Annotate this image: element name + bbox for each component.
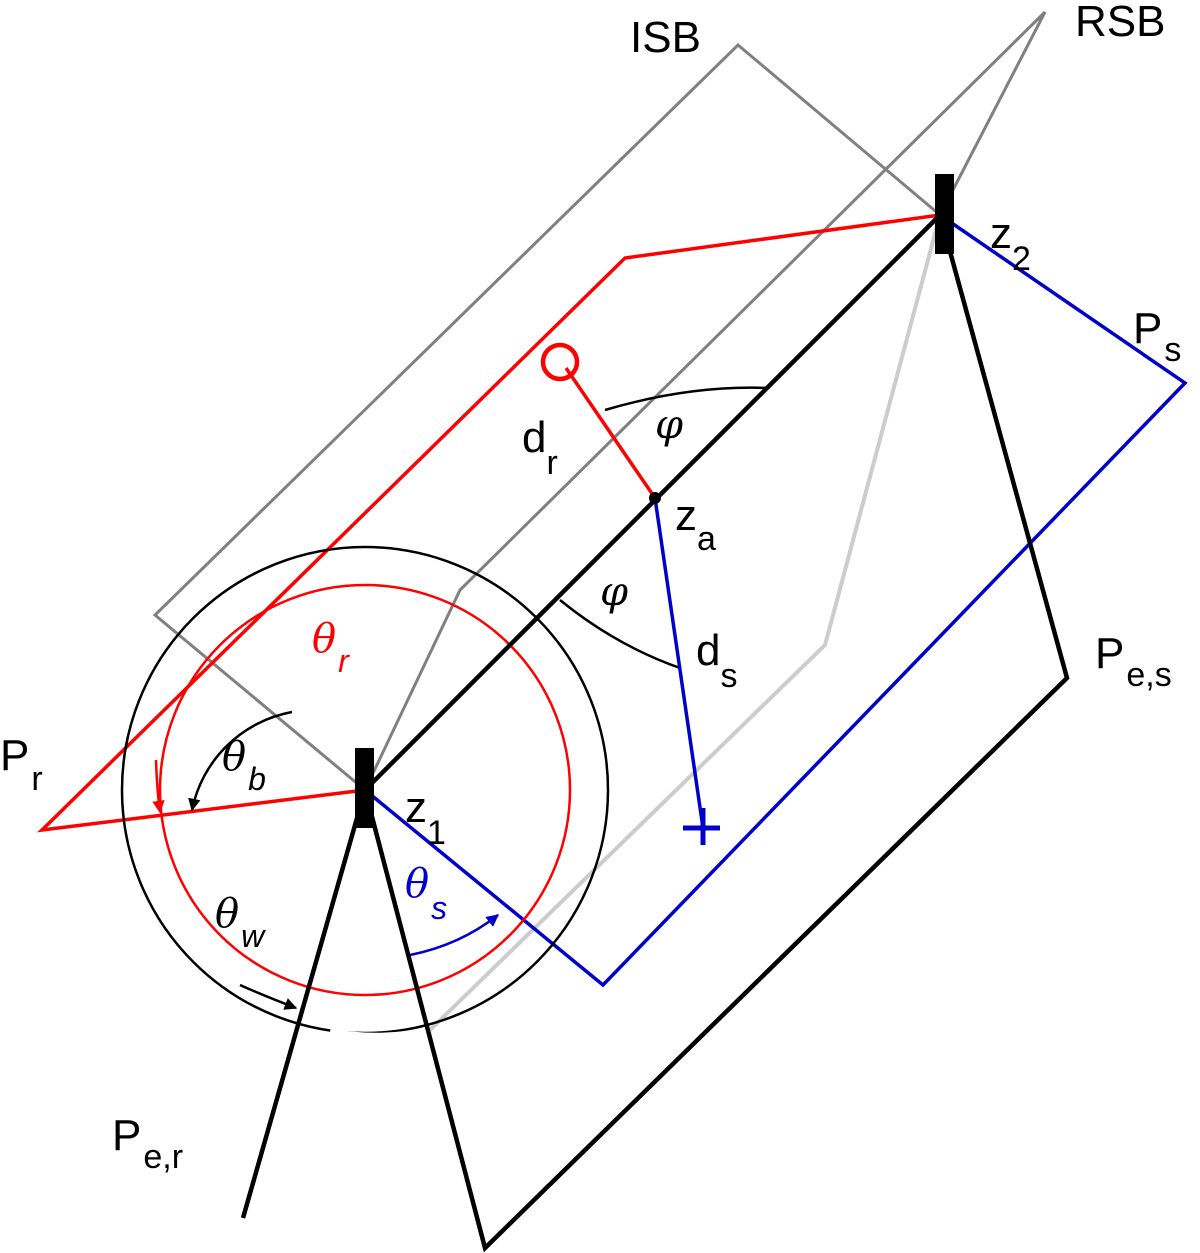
wedge-face-er bbox=[240, 789, 368, 1219]
dr-label: dr bbox=[522, 413, 558, 482]
receiver-marker bbox=[540, 342, 580, 382]
p-es-label: Pe,s bbox=[1095, 629, 1172, 694]
edge-end-z2 bbox=[935, 174, 954, 254]
ds-label: ds bbox=[696, 626, 737, 695]
theta-r-arrow bbox=[152, 759, 165, 814]
z2-label: z2 bbox=[990, 209, 1031, 278]
phi-arc-bottom bbox=[559, 599, 681, 670]
p-r-label: Pr bbox=[0, 731, 43, 798]
phi-arc-top bbox=[604, 386, 769, 412]
edge-end-z1 bbox=[355, 748, 374, 828]
hidden-wedge-edge bbox=[428, 214, 942, 1032]
isb-label: ISB bbox=[630, 13, 701, 62]
theta-w-label: θw bbox=[215, 891, 266, 954]
phi-top-label: φ bbox=[655, 402, 683, 448]
p-s-label: Ps bbox=[1133, 304, 1181, 369]
rsb-label: RSB bbox=[1075, 0, 1165, 46]
theta-r-circle bbox=[158, 583, 572, 997]
za-label: za bbox=[675, 491, 716, 558]
phi-bottom-label: φ bbox=[600, 569, 628, 615]
source-plane bbox=[363, 213, 1188, 988]
receiver-distance-line bbox=[564, 367, 657, 499]
theta-s-arc bbox=[409, 914, 499, 957]
receiver-plane bbox=[37, 213, 941, 833]
z1-label: z1 bbox=[405, 783, 446, 852]
p-er-label: Pe,r bbox=[112, 1111, 183, 1176]
theta-b-label: θb bbox=[222, 734, 266, 797]
source-distance-line bbox=[653, 497, 705, 829]
wedge-face-es bbox=[362, 214, 1070, 1253]
isb-plane bbox=[152, 42, 941, 792]
theta-r-label: θr bbox=[312, 616, 350, 679]
theta-s-label: θs bbox=[405, 861, 447, 926]
theta-w-arrow bbox=[239, 983, 298, 1010]
rsb-plane bbox=[363, 10, 1047, 791]
theta-b-arc bbox=[188, 710, 293, 812]
apex-point bbox=[649, 492, 661, 504]
